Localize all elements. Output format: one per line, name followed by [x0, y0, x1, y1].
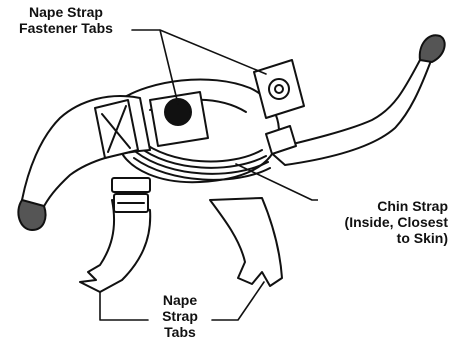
nape-strap-tabs-line-2: Strap [150, 308, 210, 324]
chin-strap-line-1: Chin Strap [318, 198, 448, 214]
chin-strap-label: Chin Strap (Inside, Closest to Skin) [318, 198, 448, 246]
buckle-upper [112, 178, 150, 192]
nape-strap-tabs-line-1: Nape [150, 292, 210, 308]
leader-nape-tabs-right [212, 282, 264, 320]
leader-nape-tabs-left [100, 292, 148, 320]
nape-tab-left [80, 200, 150, 292]
nape-strap-tabs-line-3: Tabs [150, 324, 210, 340]
nape-strap-fastener-tabs-label: Nape Strap Fastener Tabs [2, 4, 130, 36]
nape-strap-tabs-label: Nape Strap Tabs [150, 292, 210, 340]
nape-strap-fastener-tabs-line-2: Fastener Tabs [2, 20, 130, 36]
chin-strap-line-3: to Skin) [318, 230, 448, 246]
left-strap-tip [18, 200, 45, 230]
chin-strap-line-2: (Inside, Closest [318, 214, 448, 230]
nape-tab-right [210, 198, 282, 286]
nape-strap-fastener-tabs-line-1: Nape Strap [2, 4, 130, 20]
right-strap-tip [420, 35, 445, 62]
leader-chin-strap [236, 164, 322, 200]
